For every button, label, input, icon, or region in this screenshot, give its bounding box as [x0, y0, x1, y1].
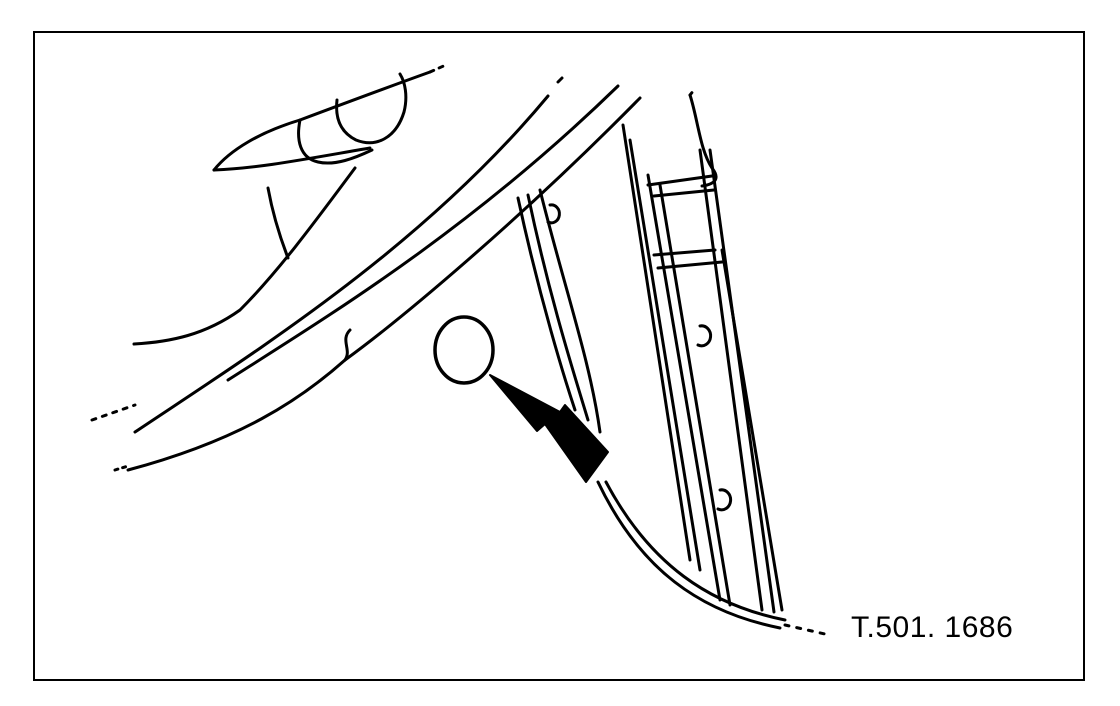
pillar-panel [516, 88, 784, 614]
upper-component-outline [132, 62, 450, 346]
lower-sill-curve [596, 480, 827, 636]
illustration-frame [33, 31, 1085, 681]
indicator-arrow [489, 374, 609, 483]
figure-reference-code: T.501. 1686 [851, 611, 1014, 644]
panel-holes [546, 203, 733, 512]
location-marker-circle [433, 315, 495, 385]
chassis-member [90, 76, 642, 472]
